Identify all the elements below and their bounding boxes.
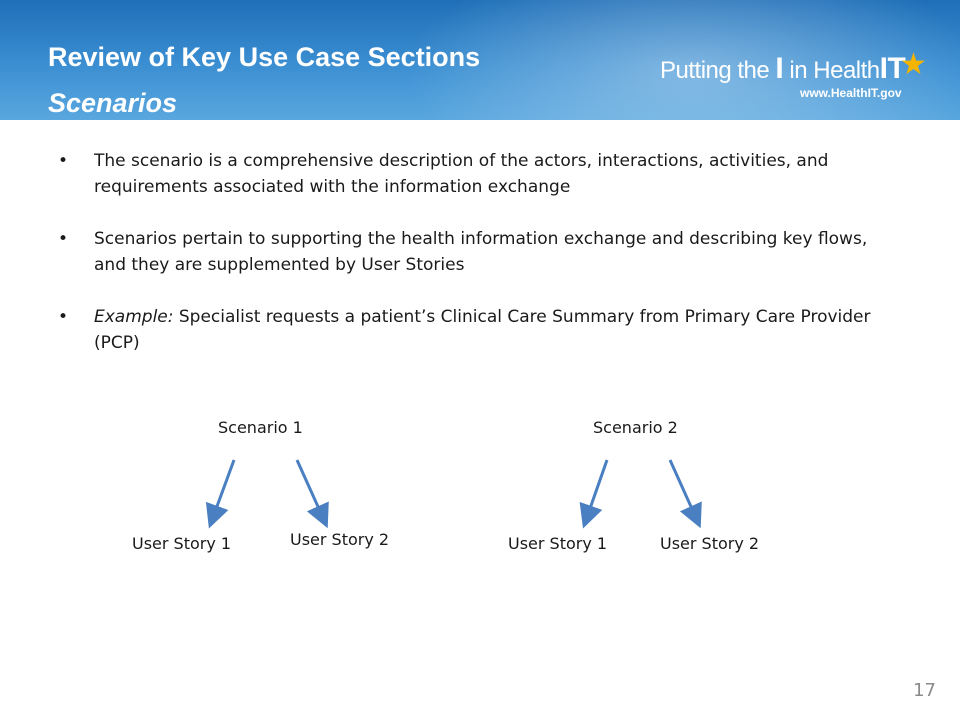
bullet-dot-icon: • bbox=[58, 151, 69, 171]
logo-text-i: I bbox=[775, 52, 784, 85]
logo-text-pre: Putting the bbox=[660, 57, 776, 84]
bullet-text: The scenario is a comprehensive descript… bbox=[94, 151, 829, 197]
logo-text-mid: in Health bbox=[783, 57, 880, 84]
bullet-dot-icon: • bbox=[58, 229, 69, 249]
arrow-icon bbox=[579, 459, 609, 529]
scenario-2-user-story-1: User Story 1 bbox=[508, 534, 608, 553]
scenario-2-user-story-2: User Story 2 bbox=[660, 534, 760, 553]
slide-subtitle: Scenarios bbox=[48, 88, 178, 118]
page-number: 17 bbox=[913, 680, 936, 701]
logo-url: www.HealthIT.gov bbox=[800, 86, 902, 100]
star-icon: ★ bbox=[900, 47, 927, 82]
scenario-1-user-story-1: User Story 1 bbox=[132, 534, 232, 553]
arrow-icon bbox=[668, 459, 702, 529]
scenario-1-label: Scenario 1 bbox=[218, 418, 303, 437]
scenario-2-label: Scenario 2 bbox=[593, 418, 678, 437]
scenario-1-user-story-2: User Story 2 bbox=[290, 530, 390, 549]
bullet-list: • The scenario is a comprehensive descri… bbox=[58, 148, 898, 382]
arrow-icon bbox=[295, 459, 329, 529]
bullet-item: • Example: Specialist requests a patient… bbox=[58, 304, 898, 356]
healthit-logo: Putting the I in HealthIT ★ www.HealthIT… bbox=[660, 50, 940, 110]
logo-text-it: IT bbox=[879, 52, 906, 85]
bullet-prefix: Example: bbox=[94, 307, 174, 327]
bullet-text: Scenarios pertain to supporting the heal… bbox=[94, 229, 868, 275]
header-glow bbox=[380, 0, 960, 120]
bullet-dot-icon: • bbox=[58, 307, 69, 327]
bullet-text: Specialist requests a patient’s Clinical… bbox=[94, 307, 871, 353]
slide-header: Review of Key Use Case Sections Scenario… bbox=[0, 0, 960, 120]
logo-wordmark: Putting the I in HealthIT bbox=[660, 52, 906, 86]
bullet-item: • Scenarios pertain to supporting the he… bbox=[58, 226, 898, 278]
bullet-item: • The scenario is a comprehensive descri… bbox=[58, 148, 898, 200]
slide-title: Review of Key Use Case Sections bbox=[48, 42, 481, 72]
arrow-icon bbox=[205, 459, 236, 529]
